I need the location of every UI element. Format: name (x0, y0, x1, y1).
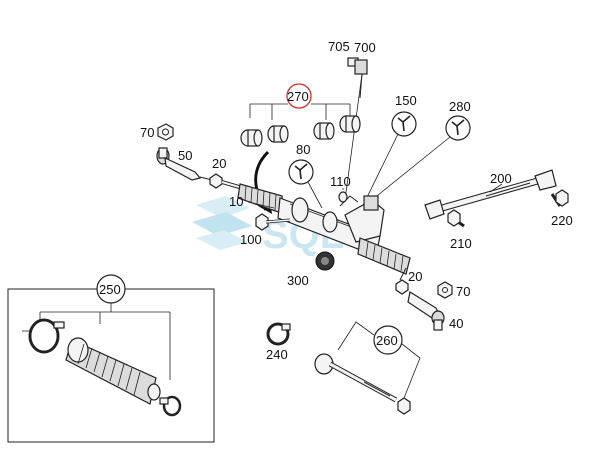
label-circle-260 (373, 325, 403, 355)
label-20-right: 20 (408, 269, 422, 284)
label-50: 50 (178, 148, 192, 163)
nut-70-right (437, 281, 453, 299)
tie-rod-end-40 (407, 291, 445, 331)
fitting-110 (338, 188, 348, 203)
label-20-left: 20 (212, 156, 226, 171)
wrench-symbol-80 (288, 159, 323, 209)
clamp-240 (266, 322, 291, 346)
grommet-300 (315, 251, 335, 271)
bolt-210 (447, 209, 465, 228)
label-210: 210 (450, 236, 472, 251)
wrench-symbol-150 (351, 111, 417, 229)
label-70-left: 70 (140, 125, 154, 140)
highlight-circle-270 (286, 83, 312, 109)
bolt-220 (550, 189, 569, 207)
bushings-270 (240, 115, 361, 147)
label-220: 220 (551, 213, 573, 228)
label-70-right: 70 (456, 284, 470, 299)
inner-tie-rod-260 (314, 353, 411, 415)
nut-70-left (157, 123, 174, 141)
label-280: 280 (449, 99, 471, 114)
bracket-270 (249, 103, 351, 120)
label-40: 40 (449, 316, 463, 331)
intermediate-shaft-200 (424, 169, 557, 220)
steering-rack-assembly (221, 180, 411, 281)
label-705: 705 (328, 39, 350, 54)
wrench-symbol-280 (361, 115, 471, 209)
tie-rod-end-50 (156, 147, 213, 181)
label-110: 110 (330, 174, 351, 189)
label-150: 150 (395, 93, 417, 108)
label-240: 240 (266, 347, 288, 362)
label-80: 80 (296, 142, 310, 157)
label-10: 10 (229, 194, 243, 209)
steering-boot-bellows (65, 337, 161, 405)
nut-20-right (395, 279, 409, 295)
part-705-700-plug (344, 57, 368, 201)
boot-clamp-small (159, 395, 182, 417)
boot-clamp-large (28, 318, 65, 354)
label-100: 100 (240, 232, 262, 247)
nut-20-left (209, 173, 223, 189)
bolt-100 (255, 213, 291, 231)
label-260: 260 (376, 333, 398, 348)
label-250: 250 (99, 282, 121, 297)
label-700: 700 (354, 40, 376, 55)
label-270: 270 (287, 89, 309, 104)
label-300: 300 (287, 273, 309, 288)
label-200: 200 (490, 171, 512, 186)
